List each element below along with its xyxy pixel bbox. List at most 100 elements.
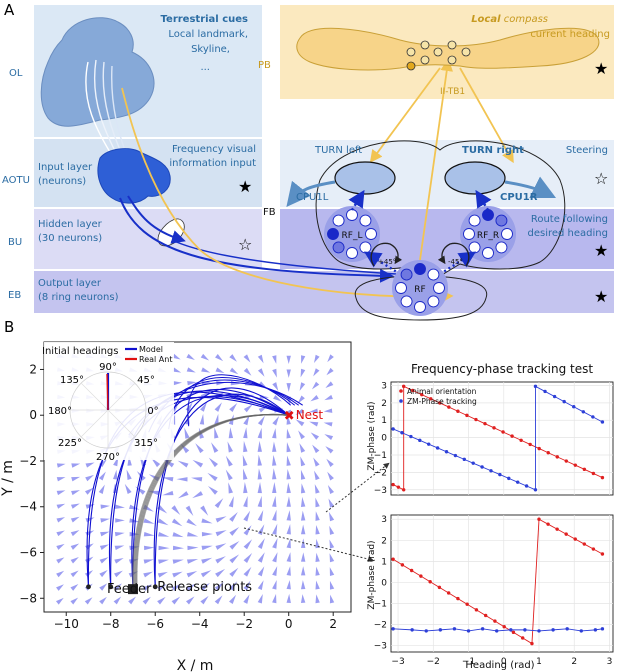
field-arrow — [257, 427, 262, 439]
field-arrow — [286, 455, 291, 466]
rf-neurons — [395, 263, 445, 313]
field-arrow — [216, 380, 226, 386]
panel-a-letter: A — [4, 1, 15, 19]
field-arrow — [257, 368, 265, 377]
rfr-to-cpu1r-arrow — [475, 189, 492, 211]
field-arrow — [323, 422, 333, 427]
field-arrow — [329, 553, 335, 563]
pb-neuron-active — [406, 61, 416, 71]
phase-point — [480, 465, 484, 469]
field-arrow — [71, 463, 81, 468]
field-arrow — [328, 512, 335, 522]
y-tick-label: 2 — [29, 362, 37, 376]
field-arrow — [327, 485, 335, 495]
phase-point — [437, 585, 442, 590]
phase-point — [520, 636, 525, 640]
field-arrow — [114, 570, 123, 578]
field-arrow — [243, 580, 251, 591]
field-arrow — [195, 443, 204, 454]
rf-right-neurons — [463, 209, 513, 259]
field-arrow — [187, 532, 199, 537]
field-arrow — [300, 496, 306, 507]
top-y-axis-label: ZM-phase (rad) — [367, 401, 377, 470]
field-arrow — [257, 454, 262, 466]
rf-right-label: RF_R — [477, 231, 499, 241]
release-point — [108, 584, 114, 590]
angle-90: 90° — [99, 362, 117, 373]
ring-neuron — [346, 247, 358, 259]
field-arrow — [315, 552, 320, 562]
field-arrow — [115, 518, 125, 523]
field-arrow — [214, 582, 224, 591]
field-arrow — [324, 434, 334, 441]
phase-chart-frame — [390, 381, 614, 496]
aotu-shape — [97, 148, 171, 204]
phase-point — [453, 453, 458, 458]
ring-neuron — [463, 228, 475, 240]
field-arrow — [201, 532, 213, 537]
field-arrow — [310, 432, 320, 440]
initial-headings-inset: Initial headings Model Real Ant 90° 45° … — [42, 342, 174, 463]
turn-left-label: TURN left — [314, 145, 362, 156]
ring-neuron — [395, 282, 407, 294]
field-arrow — [171, 584, 182, 592]
legend-model-label: Model — [139, 345, 163, 354]
field-arrow — [300, 552, 306, 562]
star-filled-icon: ★ — [594, 59, 608, 78]
field-arrow — [184, 427, 190, 439]
field-arrow — [215, 556, 226, 564]
field-arrow — [258, 381, 268, 389]
phase-point — [528, 442, 532, 447]
field-arrow — [299, 443, 306, 453]
phase-point — [552, 394, 557, 399]
region-aotu: AOTU — [2, 175, 30, 186]
field-arrow — [225, 469, 233, 481]
field-arrow — [215, 543, 227, 550]
field-arrow — [144, 545, 155, 551]
phase-point — [591, 547, 596, 551]
angle-135: 135° — [60, 375, 84, 386]
nest-label: Nest — [296, 408, 324, 422]
field-arrow — [243, 510, 251, 522]
ring-neuron — [414, 263, 426, 275]
phase-point — [391, 482, 395, 487]
angle-270: 270° — [96, 452, 120, 463]
field-arrow — [229, 367, 239, 375]
input-layer-line1: Input layer — [38, 162, 93, 173]
field-arrow — [295, 419, 305, 427]
field-arrow — [215, 354, 224, 362]
field-arrow — [158, 532, 170, 537]
field-arrow — [272, 355, 277, 364]
field-arrow — [70, 570, 79, 578]
rf-to-rfl-arrow — [363, 251, 401, 276]
field-arrow — [143, 559, 154, 564]
pb-neuron — [447, 55, 457, 65]
input-layer-line2: (neurons) — [38, 176, 86, 187]
model-route — [168, 377, 296, 430]
field-arrow — [315, 594, 320, 604]
phase-point — [489, 469, 493, 473]
field-arrow — [70, 530, 80, 537]
field-arrow — [323, 408, 333, 413]
bu-to-eb-path — [171, 239, 397, 275]
region-fb: FB — [263, 207, 276, 218]
phase-point — [564, 532, 568, 536]
phase-point — [600, 627, 605, 631]
phase-point — [600, 475, 605, 480]
phase-point — [593, 628, 598, 632]
cpu1l-arrow — [286, 180, 336, 208]
phase-point — [429, 397, 433, 401]
field-arrow — [158, 545, 170, 551]
field-arrow — [243, 404, 253, 413]
x-tick-label: 2 — [571, 657, 577, 667]
field-arrow — [309, 421, 319, 427]
x-axis-label: X / m — [177, 658, 214, 672]
field-arrow — [243, 566, 252, 577]
phase-point — [581, 410, 585, 414]
field-arrow — [214, 595, 223, 605]
field-arrow — [200, 582, 210, 591]
field-arrow — [314, 354, 320, 363]
minus45-label: -45° — [448, 258, 463, 266]
field-arrow — [286, 442, 291, 453]
